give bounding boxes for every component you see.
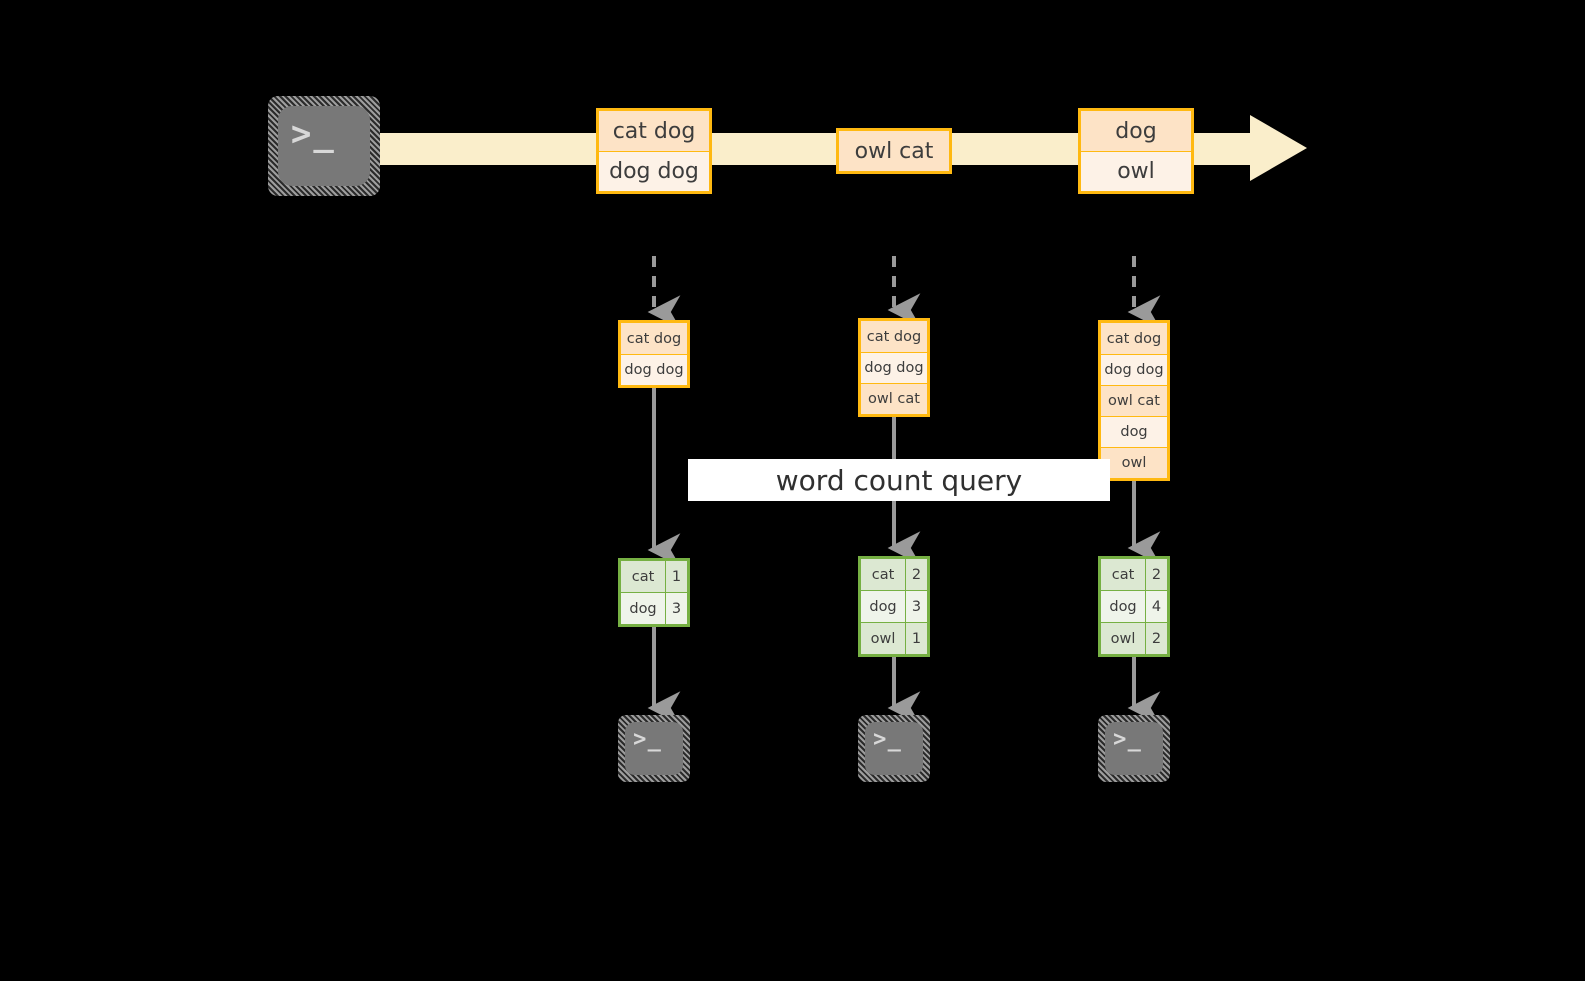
result-table-2: cat 2 dog 3 owl 1 xyxy=(858,556,930,657)
table-row: dog 4 xyxy=(1101,590,1167,622)
batch-record: owl cat xyxy=(1101,385,1167,416)
result-count: 1 xyxy=(666,561,687,592)
stream-record: dog dog xyxy=(599,151,709,191)
result-word: cat xyxy=(1101,559,1146,590)
result-count: 3 xyxy=(906,591,927,622)
result-word: dog xyxy=(621,593,666,624)
result-word: cat xyxy=(621,561,666,592)
batch-record: dog dog xyxy=(1101,354,1167,385)
stream-group-1: cat dog dog dog xyxy=(596,108,712,194)
result-word: owl xyxy=(861,623,906,654)
result-table-3: cat 2 dog 4 owl 2 xyxy=(1098,556,1170,657)
terminal-screen: >_ xyxy=(278,106,370,186)
result-word: cat xyxy=(861,559,906,590)
result-count: 2 xyxy=(1146,559,1167,590)
table-row: owl 2 xyxy=(1101,622,1167,654)
result-count: 2 xyxy=(906,559,927,590)
table-row: dog 3 xyxy=(621,592,687,624)
stream-record: dog xyxy=(1081,111,1191,151)
terminal-prompt-glyph: >_ xyxy=(290,114,336,155)
result-count: 1 xyxy=(906,623,927,654)
table-row: cat 2 xyxy=(1101,559,1167,590)
sink-terminal-3-icon: >_ xyxy=(1098,715,1170,782)
result-count: 2 xyxy=(1146,623,1167,654)
batch-record: cat dog xyxy=(861,321,927,352)
stream-record: owl xyxy=(1081,151,1191,191)
result-word: dog xyxy=(861,591,906,622)
result-table-1: cat 1 dog 3 xyxy=(618,558,690,627)
query-banner-label: word count query xyxy=(775,463,1023,497)
batch-record: dog dog xyxy=(861,352,927,383)
batch-record: dog xyxy=(1101,416,1167,447)
stream-record: owl cat xyxy=(839,131,949,171)
terminal-prompt-glyph: >_ xyxy=(873,727,903,753)
batch-3-records: cat dog dog dog owl cat dog owl xyxy=(1098,320,1170,481)
batch-record: cat dog xyxy=(621,323,687,354)
table-row: dog 3 xyxy=(861,590,927,622)
table-row: cat 1 xyxy=(621,561,687,592)
batch-record: owl xyxy=(1101,447,1167,478)
sink-terminal-2-icon: >_ xyxy=(858,715,930,782)
table-row: cat 2 xyxy=(861,559,927,590)
terminal-prompt-glyph: >_ xyxy=(633,727,663,753)
batch-1-records: cat dog dog dog xyxy=(618,320,690,388)
stream-group-2: owl cat xyxy=(836,128,952,174)
batch-record: owl cat xyxy=(861,383,927,414)
terminal-prompt-glyph: >_ xyxy=(1113,727,1143,753)
table-row: owl 1 xyxy=(861,622,927,654)
query-banner: word count query xyxy=(688,459,1110,501)
result-word: dog xyxy=(1101,591,1146,622)
stream-record: cat dog xyxy=(599,111,709,151)
batch-record: dog dog xyxy=(621,354,687,385)
batch-2-records: cat dog dog dog owl cat xyxy=(858,318,930,417)
result-count: 4 xyxy=(1146,591,1167,622)
terminal-screen: >_ xyxy=(1105,722,1163,775)
stream-group-3: dog owl xyxy=(1078,108,1194,194)
sink-terminal-1-icon: >_ xyxy=(618,715,690,782)
batch-record: cat dog xyxy=(1101,323,1167,354)
terminal-screen: >_ xyxy=(865,722,923,775)
result-count: 3 xyxy=(666,593,687,624)
source-terminal-icon: >_ xyxy=(268,96,380,196)
result-word: owl xyxy=(1101,623,1146,654)
terminal-screen: >_ xyxy=(625,722,683,775)
